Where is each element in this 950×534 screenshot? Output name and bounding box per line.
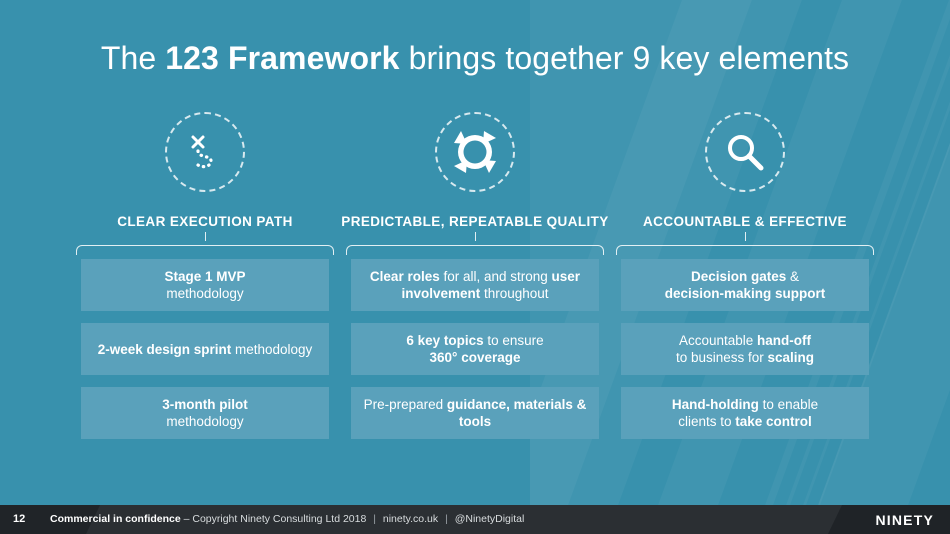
slide-footer: 12 Commercial in confidence – Copyright … (0, 505, 950, 534)
card-stage-1-mvp[interactable]: Stage 1 MVP methodology (81, 259, 329, 311)
card-text-bold-2: user involvement (401, 269, 581, 301)
column-header-3: ACCOUNTABLE & EFFECTIVE (643, 214, 847, 229)
footer-handle: @NinetyDigital (451, 513, 525, 525)
ninety-logo: NINETY (828, 505, 950, 534)
card-text-plain: methodology (231, 341, 313, 357)
title-part-after: brings together 9 key elements (399, 40, 850, 76)
card-text-bold: Decision gates (690, 269, 787, 284)
dashed-ring (165, 112, 245, 192)
bracket-connector-2 (346, 232, 604, 255)
card-text-bold-2: 360° coverage (429, 350, 521, 365)
framework-column-2: PREDICTABLE, REPEATABLE QUALITY Clear ro… (340, 112, 610, 451)
dashed-path-to-x-icon (165, 112, 245, 192)
card-text-plain: to ensure (483, 333, 544, 348)
magnifying-glass-icon (705, 112, 785, 192)
card-3-month-pilot[interactable]: 3-month pilot methodology (81, 387, 329, 439)
card-text-bold-2: decision-making support (664, 286, 826, 301)
cards-column-3: Decision gates &decision-making support … (610, 259, 880, 439)
card-text-bold-2: take control (735, 414, 812, 429)
card-text-plain: Accountable (678, 333, 758, 348)
cards-column-2: Clear roles for all, and strong user inv… (340, 259, 610, 439)
dashed-ring (435, 112, 515, 192)
title-part-bold: 123 Framework (165, 40, 400, 76)
card-text-plain: Pre-prepared (363, 397, 447, 412)
icon-clear-execution-path (165, 112, 245, 192)
logo-wordmark: NINETY (875, 511, 934, 528)
card-text-plain-2: throughout (480, 286, 549, 301)
footer-confidence: Commercial in confidence (50, 513, 181, 525)
cards-column-1: Stage 1 MVP methodology 2-week design spr… (70, 259, 340, 439)
card-text-bold: Clear roles (369, 269, 440, 284)
footer-separator-2: | (445, 513, 448, 525)
card-decision-gates[interactable]: Decision gates & decision-making support (621, 259, 869, 311)
card-text-plain: & (786, 269, 800, 284)
title-part-before: The (100, 40, 166, 76)
footer-website: ninety.co.uk (379, 513, 442, 525)
card-2-week-design-sprint[interactable]: 2-week design sprint methodology (81, 323, 329, 375)
card-text-bold-2: scaling (767, 350, 815, 365)
dashed-ring (705, 112, 785, 192)
card-text-bold: 6 key topics (406, 333, 484, 348)
footer-text: Commercial in confidence – Copyright Nin… (50, 505, 524, 534)
card-text-plain: for all, and strong (439, 269, 552, 284)
card-text-plain-2: clients to (678, 414, 736, 429)
card-text-bold: guidance, materials & tools (446, 397, 587, 429)
bracket-connector-1 (76, 232, 334, 255)
framework-column-1: CLEAR EXECUTION PATH Stage 1 MVP methodol… (70, 112, 340, 451)
page-number: 12 (13, 513, 26, 525)
bracket-connector-3 (616, 232, 874, 255)
card-6-key-topics[interactable]: 6 key topics to ensure 360° coverage (351, 323, 599, 375)
card-text-plain: to enable (758, 397, 819, 412)
card-hand-holding[interactable]: Hand-holding to enable clients to take co… (621, 387, 869, 439)
footer-copyright: – Copyright Ninety Consulting Ltd 2018 (180, 513, 370, 525)
card-clear-roles[interactable]: Clear roles for all, and strong user inv… (351, 259, 599, 311)
card-text-bold: hand-off (757, 333, 812, 348)
card-text-plain-2: to business for (675, 350, 768, 365)
page-number-block (0, 505, 100, 534)
column-header-1: CLEAR EXECUTION PATH (117, 214, 293, 229)
circular-arrows-refresh-icon (435, 112, 515, 192)
framework-column-3: ACCOUNTABLE & EFFECTIVE Decision gates &… (610, 112, 880, 451)
footer-separator-1: | (373, 513, 376, 525)
card-accountable-hand-off[interactable]: Accountable hand-off to business for scal… (621, 323, 869, 375)
card-text-bold: Hand-holding (671, 397, 759, 412)
card-text-bold: 3-month pilot (162, 397, 248, 412)
card-text-plain: methodology (166, 286, 244, 301)
card-pre-prepared-guidance[interactable]: Pre-prepared guidance, materials & tools (351, 387, 599, 439)
page-title: The 123 Framework brings together 9 key … (0, 40, 950, 77)
card-text-plain: methodology (166, 414, 244, 429)
icon-accountable-effective (705, 112, 785, 192)
column-header-2: PREDICTABLE, REPEATABLE QUALITY (341, 214, 609, 229)
card-text-bold: 2-week design sprint (97, 341, 232, 357)
icon-predictable-repeatable-quality (435, 112, 515, 192)
card-text-bold: Stage 1 MVP (164, 269, 246, 284)
